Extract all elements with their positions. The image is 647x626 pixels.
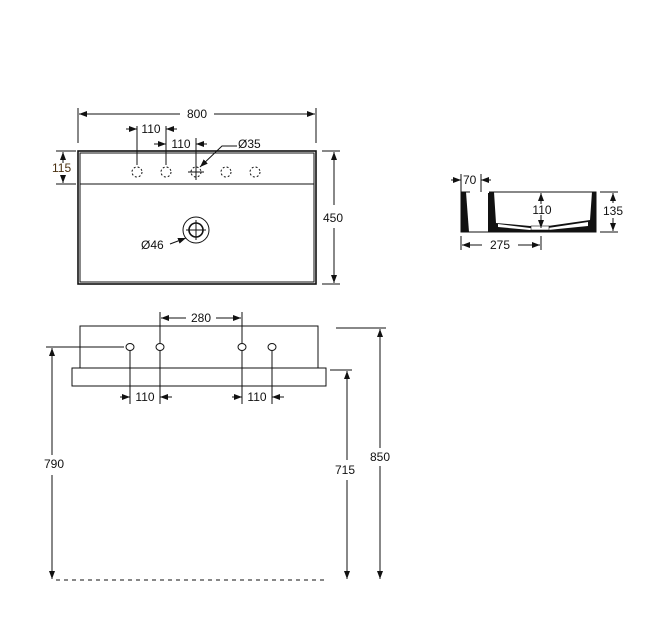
dim-side-height: 135 [603, 204, 623, 218]
dim-counter-height: 715 [335, 463, 355, 477]
dim-tap-hole-diameter: Ø35 [238, 137, 261, 151]
side-view: 70 275 110 135 [451, 173, 623, 252]
dim-hole-spacing-center: 280 [191, 311, 211, 325]
tap-hole [155, 343, 165, 351]
tap-hole-optional [220, 166, 232, 178]
dim-depth: 450 [323, 211, 343, 225]
tap-hole-optional [249, 166, 261, 178]
tap-hole-optional [131, 166, 143, 178]
dim-inner-depth: 110 [532, 203, 551, 217]
dim-hole-spacing-left: 110 [135, 390, 154, 404]
countertop [71, 367, 327, 387]
drain [182, 216, 210, 244]
basin-outline [77, 150, 317, 285]
tap-hole [237, 343, 247, 351]
dim-tap-height: 790 [44, 457, 64, 471]
front-view: 280 110 110 790 715 850 [44, 311, 390, 581]
dim-hole-spacing-1: 110 [141, 122, 160, 136]
tap-hole-optional [160, 166, 172, 178]
tap-hole [267, 343, 277, 351]
dim-side-depth: 275 [490, 238, 510, 252]
dim-drain-diameter: Ø46 [141, 238, 164, 252]
dim-total-height: 850 [370, 450, 390, 464]
tap-hole [125, 343, 135, 351]
dim-width: 800 [187, 107, 207, 121]
dim-deck-depth: 115 [52, 161, 71, 175]
dim-hole-spacing-2: 110 [171, 137, 190, 151]
dim-side-wall: 70 [463, 173, 477, 187]
dim-hole-spacing-right: 110 [247, 390, 266, 404]
top-view: 800 110 110 Ø35 115 450 Ø46 [52, 107, 343, 285]
